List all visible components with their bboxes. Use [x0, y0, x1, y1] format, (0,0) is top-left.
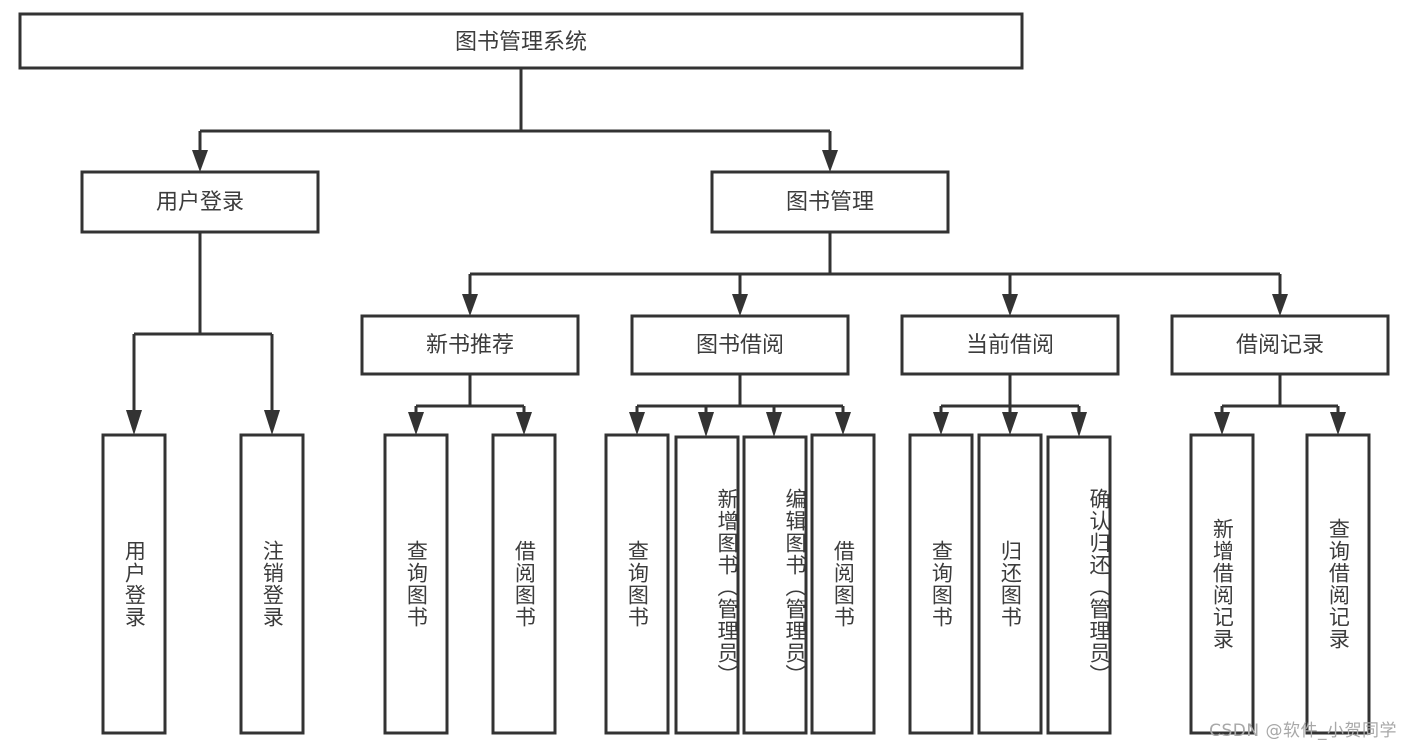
leaf-box-cb-return-book[interactable] [977, 433, 1043, 735]
node-book-manage[interactable] [710, 170, 950, 234]
connector-group-borrow-record [1214, 374, 1346, 435]
node-book-borrow[interactable] [630, 314, 850, 376]
node-root-label: 图书管理系统 [455, 30, 587, 55]
arrow-head-br-leaf-2 [1330, 412, 1346, 435]
node-new-book-recommend[interactable] [360, 314, 580, 376]
arrow-head-leaf-logout [264, 410, 280, 435]
leaf-box-bb-query-book[interactable] [604, 433, 670, 735]
arrow-head-nbr-leaf-1 [408, 412, 424, 435]
leaf-box-user-login-login[interactable] [101, 433, 167, 735]
leaf-box-user-login-logout[interactable] [239, 433, 305, 735]
arrow-head-nbr-leaf-2 [516, 412, 532, 435]
arrow-head-book-manage [822, 150, 838, 172]
node-borrow-record-label: 借阅记录 [1236, 333, 1324, 358]
connector-group-current-borrow [933, 374, 1087, 437]
arrow-head-book-borrow [732, 294, 748, 316]
node-new-book-recommend-label: 新书推荐 [426, 333, 514, 358]
node-current-borrow[interactable] [900, 314, 1120, 376]
node-user-login-label: 用户登录 [156, 190, 244, 215]
connector-group-user-login [126, 232, 280, 435]
arrow-head-bb-leaf-1 [629, 412, 645, 435]
leaf-box-nbr-borrow-book[interactable] [491, 433, 557, 735]
leaf-box-bb-borrow-book[interactable] [810, 433, 876, 735]
connector-group-new-book-recommend [408, 374, 532, 435]
csdn-watermark: CSDN @软件_小贺同学 [1209, 721, 1397, 741]
arrow-head-leaf-user-login [126, 410, 142, 435]
connector-group-book-borrow [629, 374, 851, 437]
arrow-head-bb-leaf-2 [698, 412, 714, 437]
arrow-head-cb-leaf-1 [933, 412, 949, 435]
leaf-box-br-add-record[interactable] [1189, 433, 1255, 735]
leaf-box-cb-query-book[interactable] [908, 433, 974, 735]
connector-group-root [192, 68, 838, 172]
leaf-box-nbr-query-book[interactable] [383, 433, 449, 735]
arrow-head-borrow-record [1272, 294, 1288, 316]
arrow-head-user-login [192, 150, 208, 172]
node-current-borrow-label: 当前借阅 [966, 333, 1054, 358]
arrow-head-cb-leaf-2 [1002, 412, 1018, 435]
leaf-box-bb-add-book[interactable] [674, 435, 740, 735]
node-borrow-record[interactable] [1170, 314, 1390, 376]
leaf-box-br-query-record[interactable] [1305, 433, 1371, 735]
arrow-head-new-book-recommend [462, 294, 478, 316]
arrow-head-bb-leaf-3 [766, 412, 782, 437]
arrow-head-cb-leaf-3 [1071, 412, 1087, 437]
connector-group-book-manage [462, 232, 1288, 316]
arrow-head-bb-leaf-4 [835, 412, 851, 435]
node-book-manage-label: 图书管理 [786, 190, 874, 215]
arrow-head-br-leaf-1 [1214, 412, 1230, 435]
node-user-login[interactable] [80, 170, 320, 234]
node-root[interactable] [18, 12, 1024, 70]
leaf-box-cb-confirm-return[interactable] [1046, 435, 1112, 735]
node-book-borrow-label: 图书借阅 [696, 333, 784, 358]
leaf-box-bb-edit-book[interactable] [742, 435, 808, 735]
arrow-head-current-borrow [1002, 294, 1018, 316]
